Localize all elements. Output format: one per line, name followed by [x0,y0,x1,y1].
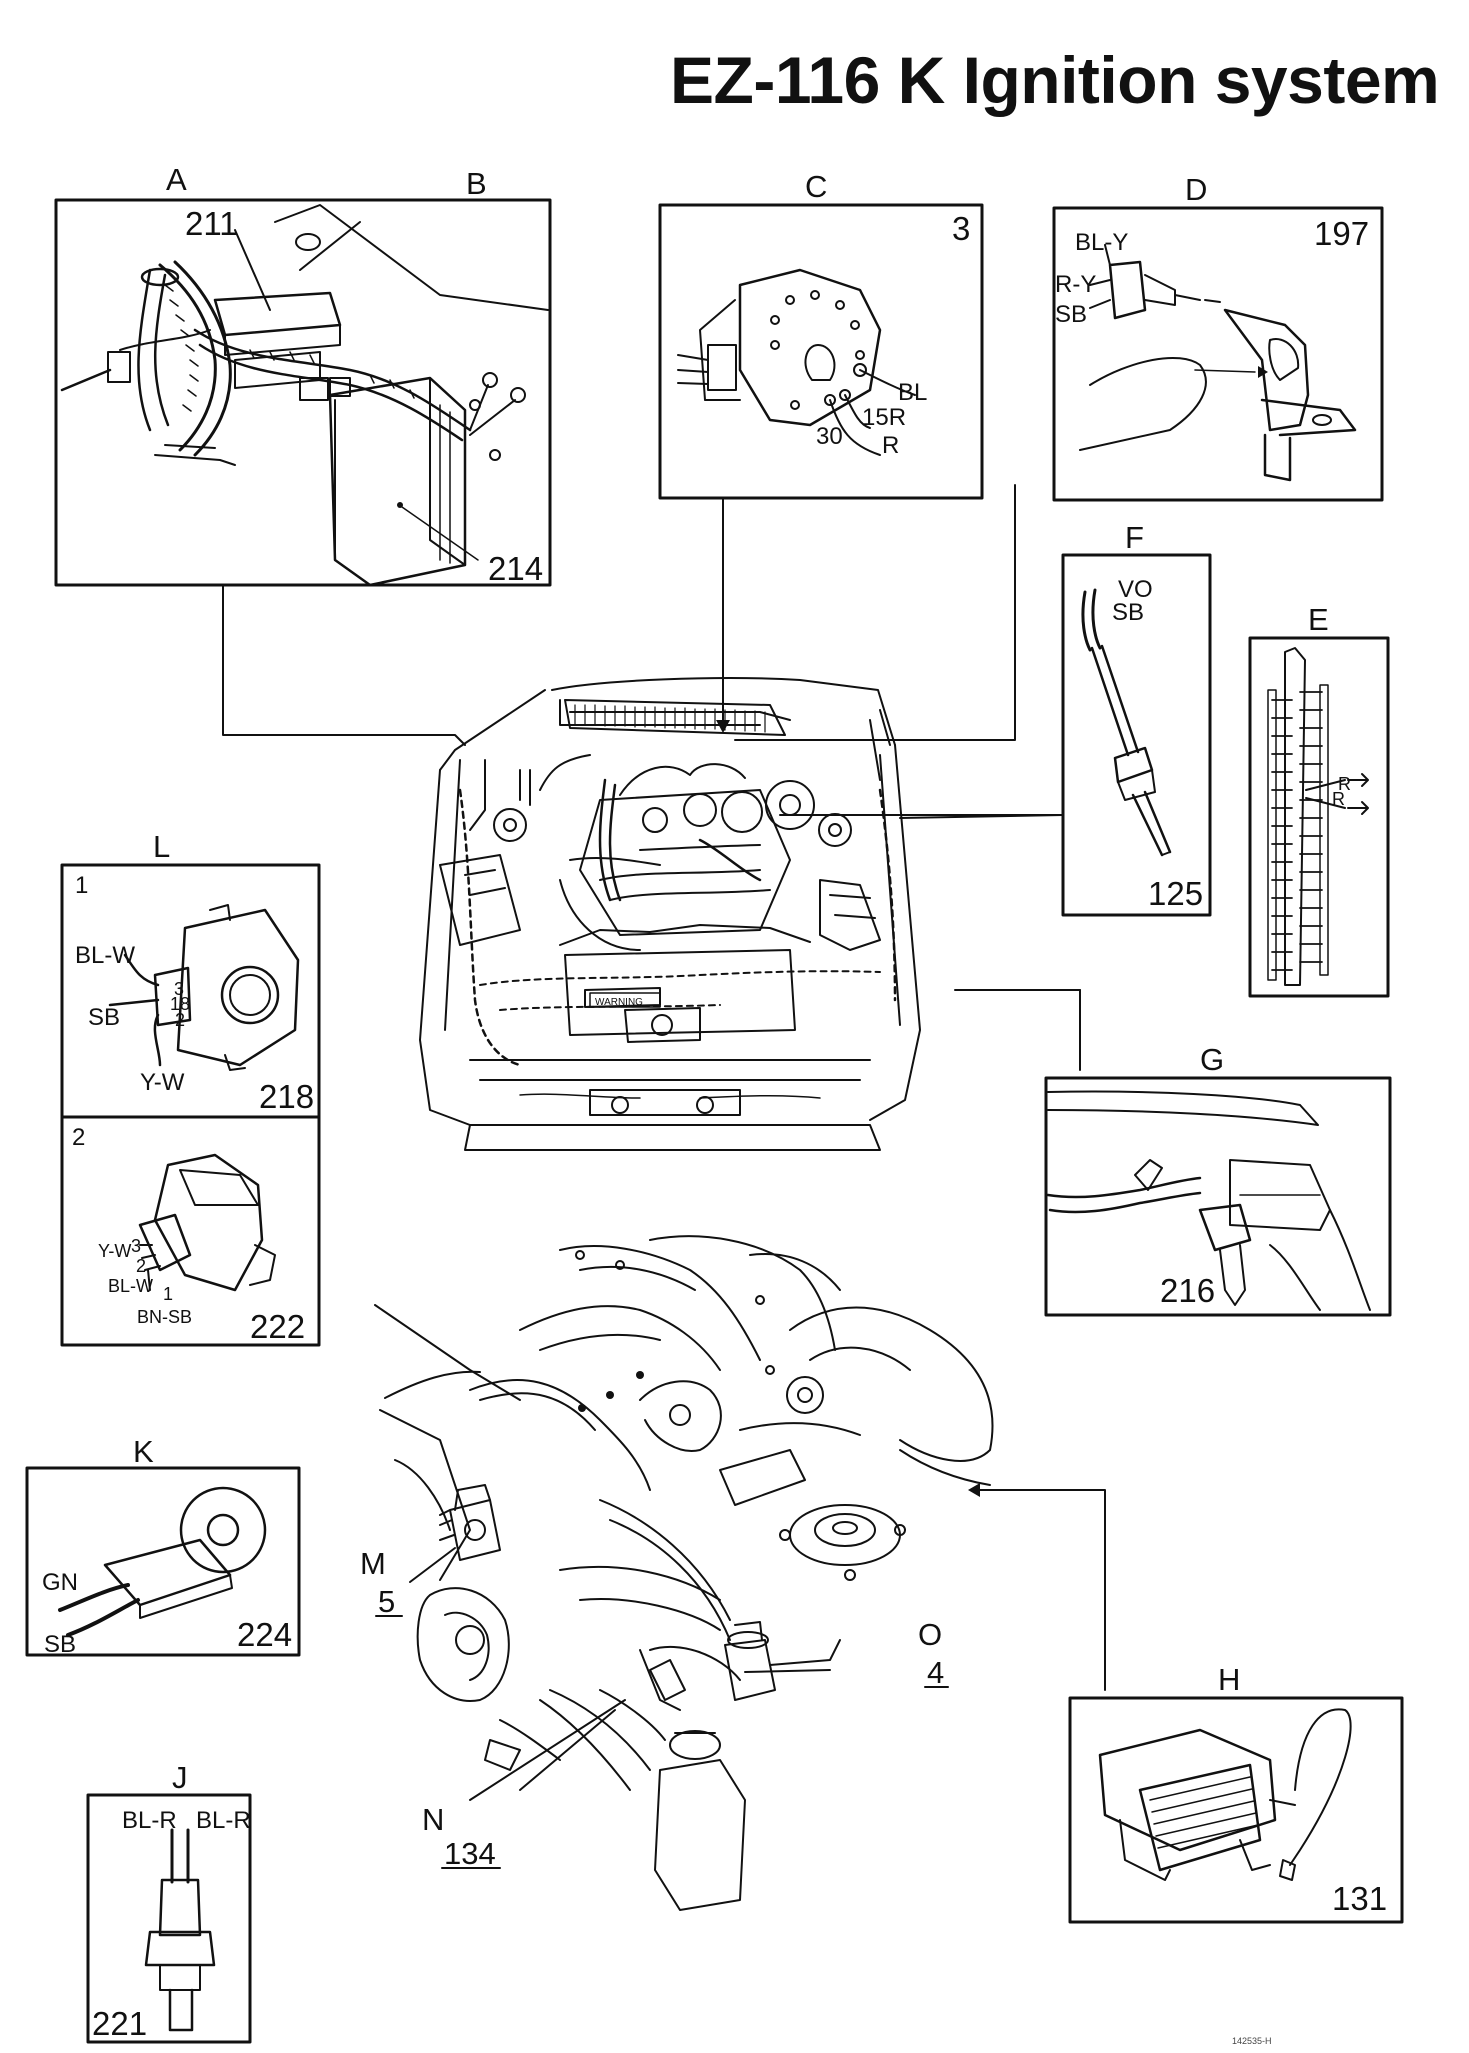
panel-l1-pin-2: 2 [175,1010,185,1030]
panel-h-ref: 131 [1332,1880,1387,1917]
panel-d-wire-sb: SB [1055,301,1087,328]
panel-l: BL-W SB Y-W 3 18 2 1 218 Y-W BL-W BN-SB … [60,829,321,1347]
panel-l2-pin-3: 3 [131,1236,141,1256]
panel-k-ref: 224 [237,1616,292,1653]
panel-l1-wire-y-w: Y-W [140,1069,185,1096]
panel-f-letter: F [1125,520,1144,555]
panel-c-pin-30: 30 [816,423,843,450]
panel-f-ref: 125 [1148,875,1203,912]
callout-n-ref: 134 [444,1836,496,1871]
panel-e-frame [1248,636,1390,998]
panel-l1-index: 1 [75,872,88,899]
panel-f-frame [1061,553,1212,917]
page-title: EZ-116 K Ignition system [670,43,1440,117]
panel-h-frame [1068,1696,1404,1924]
panel-ab-ref-211: 211 [185,205,238,242]
panel-k-frame [25,1466,301,1657]
panel-d: 197 D BL-Y R-Y SB [1052,172,1384,502]
panel-c-pin-15r: 15R [862,404,906,431]
engine-warning-plate: WARNING [595,997,643,1008]
panel-g-letter: G [1200,1042,1224,1077]
panel-k-wire-sb: SB [44,1631,76,1658]
panel-j-ref: 221 [92,2005,147,2042]
panel-d-wire-r-y: R-Y [1055,271,1096,298]
callout-m-letter: M [360,1546,386,1581]
panel-g-frame [1044,1076,1392,1317]
callout-o-ref: 4 [927,1655,944,1690]
panel-d-frame [1052,206,1384,502]
panel-l2-wire-bl-w: BL-W [108,1276,153,1296]
panel-f: 125 F VO SB [1061,520,1212,917]
panel-e-mark-1: R [1338,774,1351,794]
engine-detail-illustration [374,1235,994,1911]
panel-ab-ref-214: 214 [488,550,543,587]
panel-g: 216 G [1044,1042,1392,1317]
panel-l2-pin-1: 1 [163,1284,173,1304]
panel-h: 131 H [1068,1662,1404,1924]
panel-b-letter: B [466,166,487,201]
panel-f-wire-sb: SB [1112,599,1144,626]
panel-c: 3 C BL 15R 30 R [658,169,984,500]
callout-n-letter: N [422,1802,444,1837]
panel-l2-wire-y-w: Y-W [98,1241,131,1261]
panel-l2-index: 2 [72,1124,85,1151]
panel-h-letter: H [1218,1662,1240,1697]
panel-ab-frame [54,198,552,587]
callout-o-letter: O [918,1617,942,1652]
panel-l2-ref: 222 [250,1308,305,1345]
panel-a-letter: A [166,162,187,197]
panel-l1-wire-bl-w: BL-W [75,942,135,969]
panel-j-wire-1: BL-R [122,1807,177,1834]
panel-c-letter: C [805,169,827,204]
callout-m-ref: 5 [378,1584,395,1619]
panel-l2-pin-2: 2 [136,1256,146,1276]
panel-l1-ref: 218 [259,1078,314,1115]
panel-c-pin-bl: BL [898,379,927,406]
panel-d-ref: 197 [1314,215,1369,252]
panel-k-letter: K [133,1434,154,1469]
panel-d-wire-bl-y: BL-Y [1075,229,1128,256]
panel-l1-pin-18: 18 [170,994,190,1014]
panel-c-ref: 3 [952,210,970,247]
panel-c-frame [658,203,984,500]
panel-e-mark-2: R [1332,789,1345,809]
panel-f-wire-vo: VO [1118,576,1153,603]
panel-j-letter: J [172,1760,188,1795]
panel-l2-wire-bn-sb: BN-SB [137,1307,192,1327]
callout-labels: M 5 N 134 O 4 [360,1546,949,1871]
panel-k-wire-gn: GN [42,1569,78,1596]
panel-e: R R E [1248,602,1390,998]
panel-k: GN SB 224 K [25,1434,301,1658]
panel-j-frame [86,1793,252,2044]
panel-c-pin-r: R [882,432,899,459]
document-code: 142535-H [1232,2036,1272,2046]
panel-l1-pin-3: 3 [174,979,184,999]
panel-j: BL-R BL-R 221 J [86,1760,252,2044]
panel-l-frame [60,863,321,1347]
engine-bay-illustration: WARNING [419,677,921,1151]
leader-lines [222,484,1106,1801]
panel-ab: A B 211 214 [54,162,552,587]
panel-l-letter: L [153,829,170,864]
panel-g-ref: 216 [1160,1272,1215,1309]
panel-j-wire-2: BL-R [196,1807,251,1834]
panel-d-letter: D [1185,172,1207,207]
panel-e-letter: E [1308,602,1329,637]
panel-l1-wire-sb: SB [88,1004,120,1031]
